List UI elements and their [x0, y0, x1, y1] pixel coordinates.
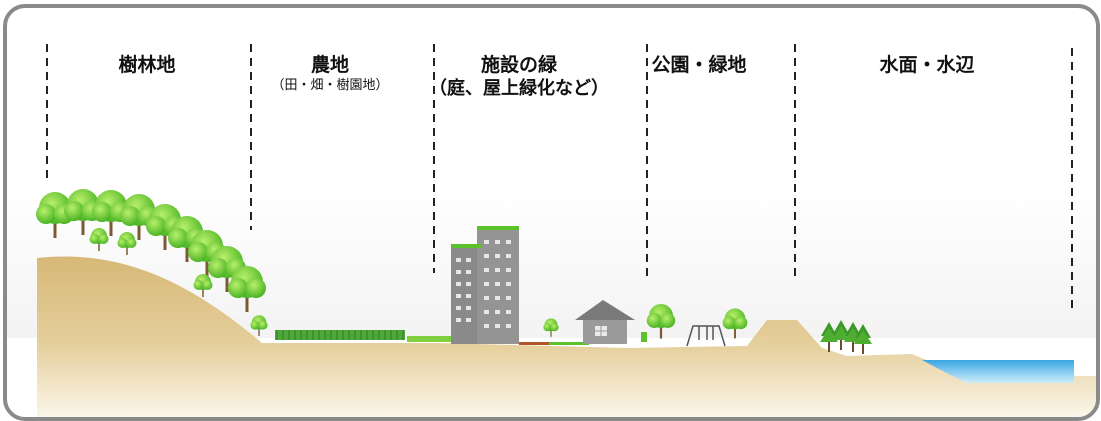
swing-icon	[686, 325, 726, 347]
landscape-scene	[7, 44, 1096, 417]
section-dividers	[46, 44, 1073, 308]
building-icon	[451, 226, 589, 345]
label-forest-name: 樹林地	[118, 54, 176, 76]
label-waterside-name: 水面・水辺	[879, 54, 975, 76]
label-farmland-sub: （田・畑・樹園地）	[271, 77, 389, 93]
label-park: 公園・緑地	[629, 54, 769, 78]
label-waterside: 水面・水辺	[827, 54, 1027, 78]
diagram-frame: 樹林地 農地 （田・畑・樹園地） 施設の緑 （庭、屋上緑化など） 公園・緑地 水…	[3, 4, 1100, 421]
house-icon	[575, 300, 647, 344]
farm-rows	[275, 330, 451, 342]
water	[922, 360, 1074, 383]
label-facility-sub: （庭、屋上緑化など）	[429, 77, 609, 99]
label-facility-green: 施設の緑 （庭、屋上緑化など）	[419, 54, 619, 100]
label-facility-name: 施設の緑	[480, 54, 557, 76]
label-park-name: 公園・緑地	[651, 54, 747, 76]
label-farmland-name: 農地	[310, 54, 349, 76]
label-forest: 樹林地	[67, 54, 227, 78]
label-farmland: 農地 （田・畑・樹園地）	[245, 54, 415, 94]
ground	[37, 256, 1096, 417]
